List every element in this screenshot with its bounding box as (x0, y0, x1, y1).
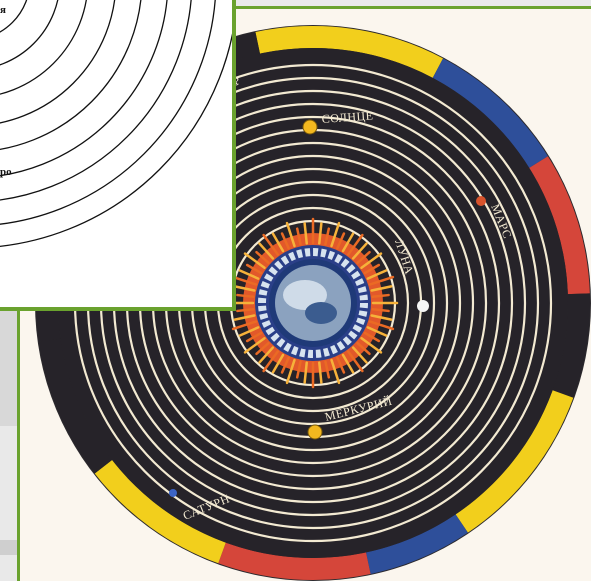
corona-flame (238, 269, 260, 280)
corona-flame (303, 222, 308, 245)
corona-flame (295, 227, 302, 246)
corona-flame (236, 293, 255, 298)
inset-orbit-arc (0, 32, 232, 247)
zodiac-segment (94, 459, 226, 564)
sun-planet-icon (302, 119, 318, 135)
corona-flame (318, 222, 323, 245)
moon-planet-icon (417, 300, 429, 312)
zodiac-segment (529, 156, 590, 295)
inset-label-top: я (0, 4, 6, 16)
inset-orbit-arc (0, 0, 87, 95)
corona-flame (330, 358, 341, 385)
corona-flame (341, 232, 355, 253)
corona-flame (233, 314, 256, 321)
corona-flame (324, 360, 331, 379)
corona-flame (238, 326, 260, 337)
corona-flame (356, 250, 371, 265)
corona-flame (255, 341, 270, 356)
corona-flame (318, 361, 323, 384)
corona-flame (280, 232, 290, 250)
corona-flame (233, 285, 256, 292)
corona-flame (295, 360, 302, 379)
corona-flame (285, 221, 296, 248)
corona-flame (368, 320, 395, 331)
earth-continent-dark (305, 302, 337, 324)
corona-flame (366, 269, 388, 280)
corona-flame (363, 331, 381, 343)
corona-flame (258, 242, 275, 260)
corona-flame (360, 252, 383, 269)
corona-flame (371, 308, 390, 313)
inset-orbit-arc (0, 0, 59, 66)
inset-orbit-arc (0, 0, 168, 177)
corona-flame (330, 221, 341, 248)
corona-flame (243, 252, 266, 269)
inset-orbit-arcs (0, 0, 232, 247)
corona-flame (258, 346, 275, 364)
sun-label: СОЛНЦЕ (321, 108, 374, 126)
corona-flame (351, 242, 368, 260)
corona-flame (347, 350, 364, 373)
corona-flame (324, 227, 331, 246)
corona-flame (341, 353, 355, 374)
corona-flame (243, 337, 266, 354)
orbit-sketch-inset: я ро (0, 0, 236, 311)
corona-flame (368, 275, 395, 286)
zodiac-segment (455, 390, 574, 533)
corona-flame (347, 233, 364, 256)
corona-flame (370, 314, 393, 321)
corona-flame (271, 232, 285, 253)
corona-flame (360, 337, 383, 354)
earth-continent-light (283, 280, 327, 310)
corona-flame (336, 356, 346, 374)
corona-flame (356, 341, 371, 356)
corona-flame (280, 356, 290, 374)
corona-flame (366, 326, 388, 337)
cloud-ring (258, 248, 368, 358)
corona-flame (231, 275, 258, 286)
corona-flame (231, 320, 258, 331)
zodiac-segment (255, 26, 444, 78)
inset-orbit-arc (0, 0, 142, 151)
inset-orbit-arc (0, 0, 116, 124)
mercury-planet-icon (307, 424, 323, 440)
background-strip (0, 540, 22, 555)
zodiac-segment (38, 338, 113, 474)
inset-orbit-arc (0, 0, 216, 225)
corona-flame (370, 285, 393, 292)
zodiac-segment (218, 542, 371, 580)
inset-label-mid: ро (0, 166, 12, 178)
corona-flame (285, 358, 296, 385)
corona-flame (245, 331, 263, 343)
corona-flame (371, 293, 390, 298)
zodiac-segment (552, 293, 590, 398)
inset-orbit-arc (0, 0, 192, 201)
zodiac-segment (366, 514, 468, 574)
saturn-planet-icon (169, 489, 177, 497)
corona-flame (336, 232, 346, 250)
mars-planet-icon (476, 196, 486, 206)
corona-flame (245, 263, 263, 275)
corona-flame (303, 361, 308, 384)
corona-flame (255, 250, 270, 265)
corona-flame (236, 308, 255, 313)
zodiac-segment (432, 58, 548, 168)
corona-flame (262, 350, 279, 373)
corona-flame (351, 346, 368, 364)
corona-flame (363, 263, 381, 275)
corona-flame (271, 353, 285, 374)
corona-flame (262, 233, 279, 256)
